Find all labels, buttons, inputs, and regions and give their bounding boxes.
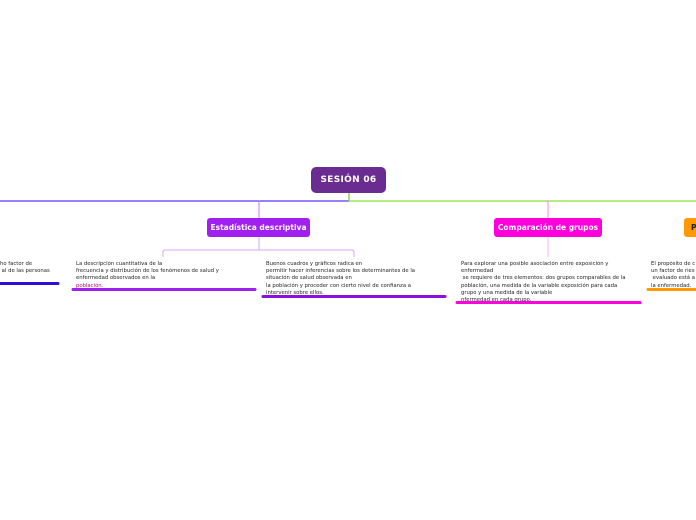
note-descripcion-cuantitativa[interactable]: La descripción cuantitativa de la frecue…: [76, 261, 254, 290]
topic-estadistica-descriptiva[interactable]: Estadística descriptiva: [207, 218, 310, 237]
note-descripcion-text: La descripción cuantitativa de la frecue…: [76, 261, 219, 282]
root-node-sesion[interactable]: SESIÓN 06: [311, 167, 386, 193]
note-descripcion-highlight: población.: [76, 282, 104, 289]
topic-partial-right[interactable]: P: [684, 218, 696, 237]
note-right-partial[interactable]: El propósito de c un factor de ries eval…: [651, 261, 696, 289]
note-comparacion-grupos[interactable]: Para explorar una posible asociación ent…: [461, 261, 626, 304]
right-branch-line: [348, 193, 696, 202]
note-left-partial[interactable]: ho factor de al de las personas: [0, 261, 50, 275]
estadistica-connector: [258, 200, 261, 218]
estadistica-sub-line: [162, 249, 355, 257]
left-branch-line: [0, 193, 350, 202]
comparacion-connector: [545, 200, 549, 218]
topic-comparacion-de-grupos[interactable]: Comparación de grupos: [494, 218, 602, 237]
note-inferencias[interactable]: Buenos cuadros y gráficos radica en perm…: [266, 261, 416, 296]
